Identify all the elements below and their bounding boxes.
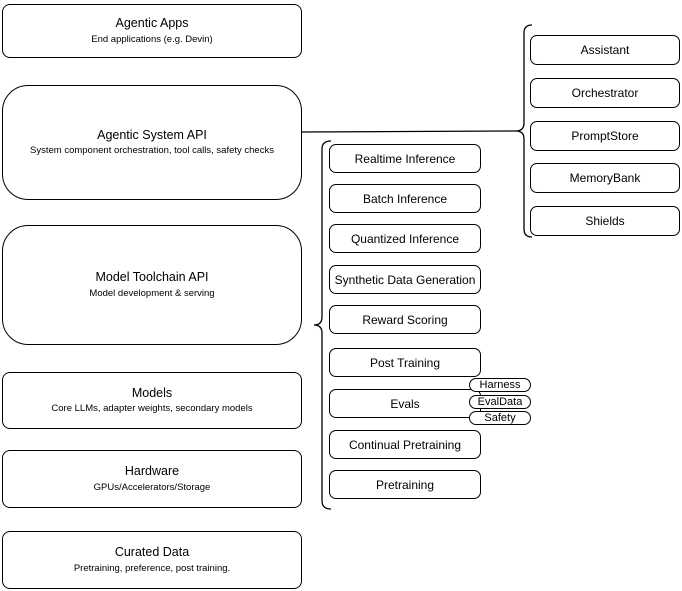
system-box-assistant: Assistant bbox=[530, 35, 680, 65]
box-label: Shields bbox=[585, 214, 625, 228]
toolchain-box-reward-scoring: Reward Scoring bbox=[329, 305, 481, 334]
node-title: Curated Data bbox=[114, 545, 190, 560]
node-title: Hardware bbox=[124, 464, 180, 479]
box-label: Batch Inference bbox=[362, 191, 448, 206]
node-subtitle: Pretraining, preference, post training. bbox=[73, 562, 231, 574]
node-subtitle: Core LLMs, adapter weights, secondary mo… bbox=[51, 403, 253, 415]
toolchain-box-batch-inference: Batch Inference bbox=[329, 184, 481, 213]
tag-harness: Harness bbox=[469, 378, 531, 392]
system-box-orchestrator: Orchestrator bbox=[530, 78, 680, 108]
node-title: Agentic Apps bbox=[115, 16, 189, 31]
toolchain-box-evals: Evals bbox=[329, 389, 481, 418]
toolchain-box-synthetic-data-generation: Synthetic Data Generation bbox=[329, 265, 481, 294]
node-subtitle: GPUs/Accelerators/Storage bbox=[93, 481, 211, 493]
system-box-memorybank: MemoryBank bbox=[530, 163, 680, 193]
box-label: Assistant bbox=[580, 43, 630, 57]
box-label: Orchestrator bbox=[571, 86, 639, 100]
node-model-toolchain-api: Model Toolchain API Model development & … bbox=[2, 225, 302, 345]
tag-safety: Safety bbox=[469, 411, 531, 425]
tag-label: Harness bbox=[479, 378, 521, 391]
node-agentic-apps: Agentic Apps End applications (e.g. Devi… bbox=[2, 4, 302, 58]
box-label: Synthetic Data Generation bbox=[334, 272, 476, 287]
box-label: Realtime Inference bbox=[354, 151, 456, 166]
box-label: Post Training bbox=[369, 355, 441, 370]
node-title: Agentic System API bbox=[97, 127, 207, 142]
toolchain-box-post-training: Post Training bbox=[329, 348, 481, 377]
toolchain-box-continual-pretraining: Continual Pretraining bbox=[329, 430, 481, 459]
connector-line-system-api bbox=[301, 130, 517, 133]
node-title: Models bbox=[131, 385, 173, 400]
node-subtitle: System component orchestration, tool cal… bbox=[30, 145, 274, 157]
node-subtitle: Model development & serving bbox=[89, 287, 215, 299]
node-hardware: Hardware GPUs/Accelerators/Storage bbox=[2, 450, 302, 508]
tag-evaldata: EvalData bbox=[469, 395, 531, 409]
system-box-promptstore: PromptStore bbox=[530, 121, 680, 151]
node-agentic-system-api: Agentic System API System component orch… bbox=[2, 85, 302, 200]
box-label: Reward Scoring bbox=[362, 312, 448, 327]
node-title: Model Toolchain API bbox=[95, 270, 209, 285]
box-label: Evals bbox=[390, 396, 420, 411]
box-label: Continual Pretraining bbox=[348, 437, 462, 452]
tag-label: EvalData bbox=[477, 395, 523, 408]
toolchain-box-quantized-inference: Quantized Inference bbox=[329, 224, 481, 253]
node-models: Models Core LLMs, adapter weights, secon… bbox=[2, 372, 302, 429]
box-label: Quantized Inference bbox=[350, 231, 460, 246]
box-label: Pretraining bbox=[375, 477, 435, 492]
node-curated-data: Curated Data Pretraining, preference, po… bbox=[2, 531, 302, 589]
box-label: MemoryBank bbox=[569, 171, 641, 185]
system-box-shields: Shields bbox=[530, 206, 680, 236]
toolchain-box-realtime-inference: Realtime Inference bbox=[329, 144, 481, 173]
toolchain-box-pretraining: Pretraining bbox=[329, 470, 481, 499]
node-subtitle: End applications (e.g. Devin) bbox=[91, 33, 213, 45]
tag-label: Safety bbox=[484, 411, 516, 424]
box-label: PromptStore bbox=[571, 129, 639, 143]
